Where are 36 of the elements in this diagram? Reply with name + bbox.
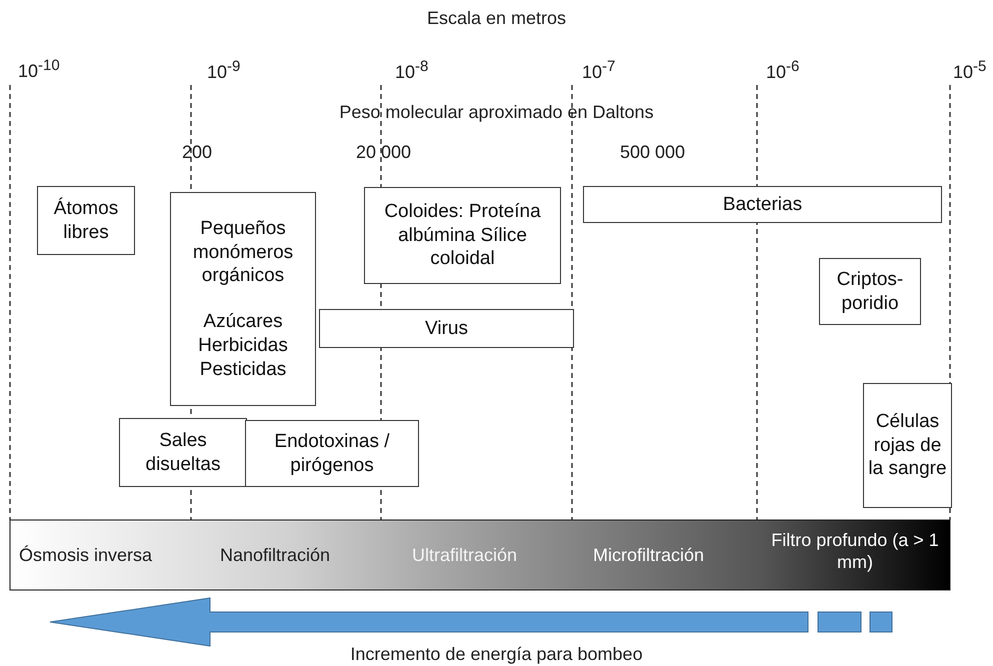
particle-label: Células rojas de la sangre <box>868 410 947 482</box>
weight-value: 20 000 <box>356 142 412 164</box>
particle-label: Endotoxinas / pirógenos <box>273 430 391 478</box>
process-label: Ósmosis inversa <box>19 545 152 567</box>
process-label: Microfiltración <box>593 545 704 567</box>
particle-box <box>170 192 316 406</box>
scale-value: 10$^{-9}$ <box>207 58 240 84</box>
particle-box <box>863 383 952 508</box>
scale-value: 10$^{-8}$ <box>395 58 428 84</box>
particle-label: Azúcares Herbicidas Pesticidas <box>197 310 289 382</box>
scale-value: 10$^{-10}$ <box>18 57 60 83</box>
weight-value: 500 000 <box>620 142 686 164</box>
particle-box <box>583 186 942 223</box>
arrow-caption: Incremento de energía para bombeo <box>349 644 644 666</box>
scale-value: 10$^{-7}$ <box>582 58 616 84</box>
weight-value: 200 <box>182 142 212 164</box>
particle-label: Bacterias <box>722 192 802 216</box>
particle-box <box>819 258 921 325</box>
process-label: Filtro profundo (a > 1 mm) <box>770 530 940 574</box>
particle-box <box>119 418 247 487</box>
particle-label: Virus <box>425 316 468 340</box>
particle-box <box>364 187 561 284</box>
scale-value: 10$^{-6}$ <box>766 58 800 84</box>
particle-label: Coloides: Proteína albúmina Sílice coloidal <box>383 200 542 272</box>
scale-title: Escala en metros <box>426 8 568 30</box>
particle-box <box>37 186 135 255</box>
process-label: Ultrafiltración <box>412 545 518 567</box>
particle-label: Pequeños monómeros orgánicos <box>192 216 294 288</box>
particle-label: Átomos libres <box>52 196 120 244</box>
particle-box <box>319 309 574 348</box>
scale-value: 10$^{-5}$ <box>953 58 986 84</box>
particle-label: Sales disueltas <box>144 428 222 476</box>
particle-box <box>245 420 419 487</box>
process-label: Nanofiltración <box>220 545 330 567</box>
particle-label: Criptos-poridio <box>836 268 904 316</box>
axis-title: Peso molecular aproximado en Daltons <box>338 102 655 124</box>
